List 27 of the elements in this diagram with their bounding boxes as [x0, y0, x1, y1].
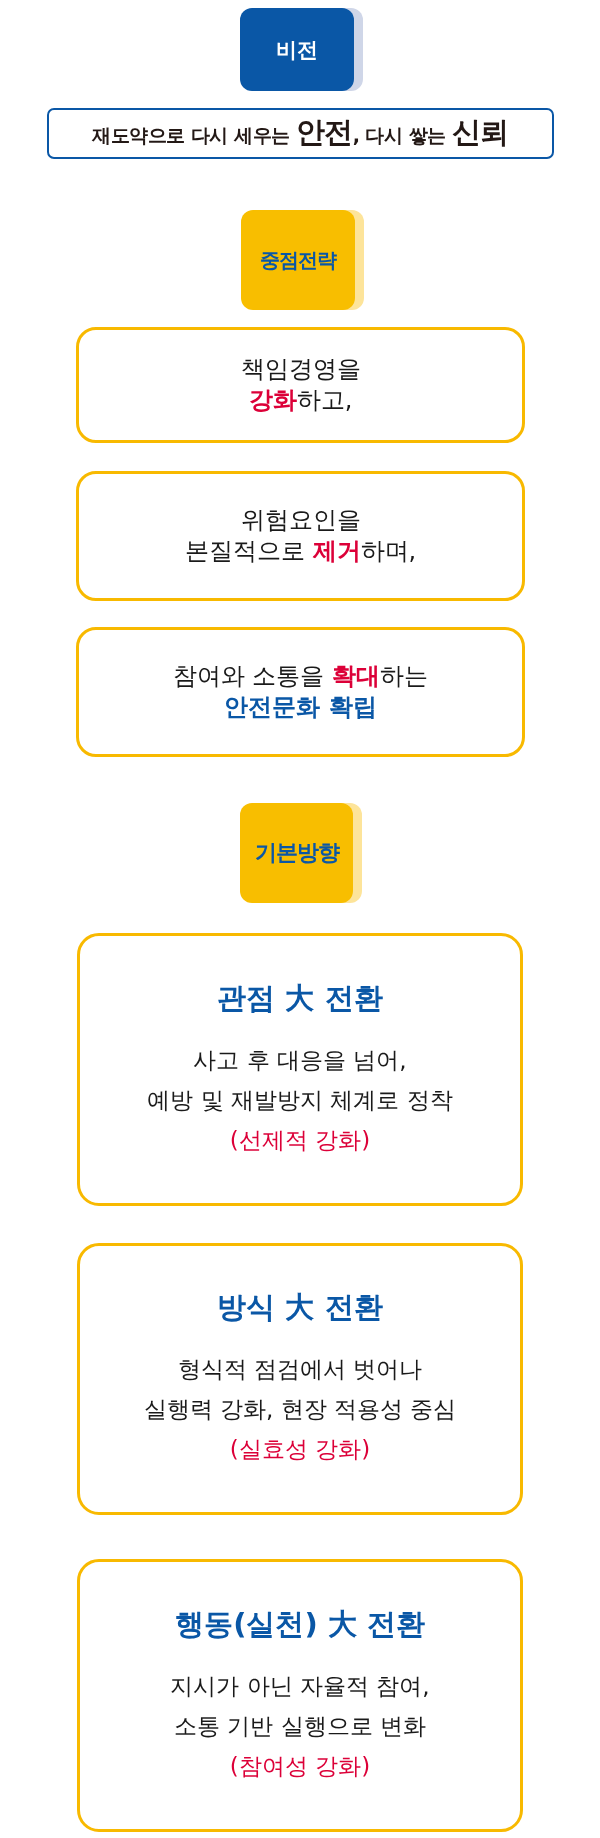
section-tag — [241, 210, 355, 310]
card-emphasis: (참여성 강화) — [229, 1751, 371, 1781]
strategy-box — [76, 327, 525, 443]
tag-label: 기본방향 — [254, 839, 339, 867]
card-description: 지시가 아닌 자율적 참여, 소통 기반 실행으로 변화 — [170, 1671, 430, 1741]
card-emphasis: (실효성 강화) — [229, 1435, 371, 1464]
vision-statement: 재도약으로 다시 세우는 안전, 다시 쌓는 신뢰 — [92, 114, 509, 151]
strategy-box — [76, 627, 525, 757]
strategy-box — [76, 471, 525, 601]
section-tag — [240, 8, 354, 91]
strategy-text: 위험요인을 본질적으로 제거하며, — [184, 505, 417, 567]
vision-statement-box — [47, 108, 554, 159]
card-emphasis: (선제적 강화) — [229, 1125, 371, 1155]
direction-card — [77, 1559, 523, 1832]
strategy-text: 책임경영을 강화하고, — [240, 354, 361, 416]
direction-card — [77, 933, 523, 1206]
strategy-emphasis: 안전문화 확립 — [224, 692, 377, 723]
tag-label: 중점전략 — [260, 247, 336, 274]
card-title: 행동(실천) 大 전환 — [175, 1605, 425, 1642]
card-title: 방식 大 전환 — [217, 1289, 383, 1325]
card-description: 사고 후 대응을 넘어, 예방 및 재발방지 체계로 정착 — [147, 1045, 453, 1115]
card-title: 관점 大 전환 — [217, 979, 383, 1016]
section-tag — [240, 803, 353, 903]
strategy-text: 참여와 소통을 확대하는 — [172, 661, 429, 692]
direction-card — [77, 1243, 523, 1515]
tag-label: 비전 — [276, 36, 318, 64]
card-description: 형식적 점검에서 벗어나 실행력 강화, 현장 적용성 중심 — [143, 1355, 457, 1424]
